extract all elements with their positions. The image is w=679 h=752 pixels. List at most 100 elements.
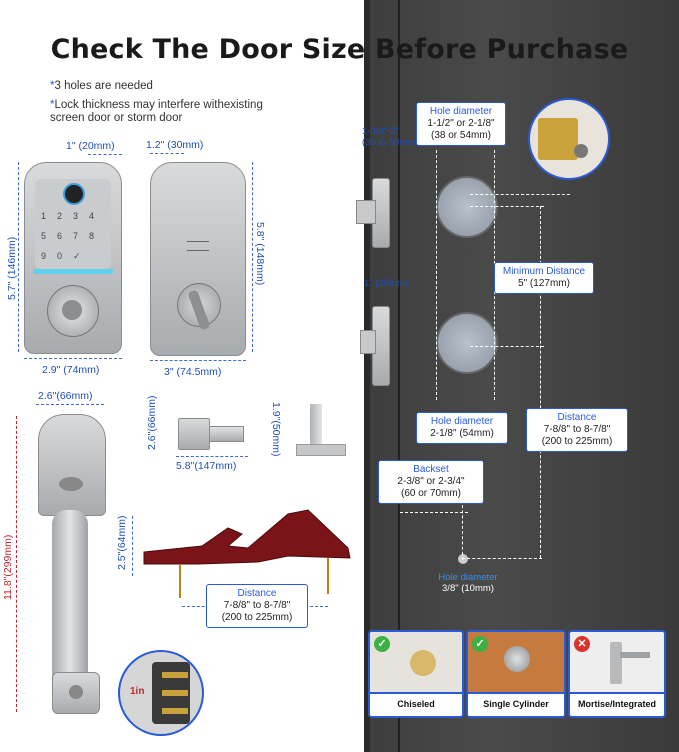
dim-line bbox=[470, 206, 544, 207]
lever-rose bbox=[178, 418, 210, 450]
thumb-turn bbox=[177, 283, 221, 331]
page-title: Check The Door Size Before Purchase bbox=[50, 34, 629, 65]
lever-side-base bbox=[296, 444, 346, 456]
handle-grip bbox=[52, 510, 88, 690]
note-holes: *3 holes are needed bbox=[50, 80, 153, 92]
dim-line bbox=[470, 346, 544, 347]
handle-width-top: 2.6"(66mm) bbox=[38, 390, 93, 402]
card-chiseled: ✓ Chiseled bbox=[368, 630, 464, 718]
dim-line bbox=[24, 358, 122, 359]
card-label: Mortise/Integrated bbox=[570, 692, 664, 716]
screw-inset: 1in bbox=[118, 650, 204, 736]
card-mortise: ✕ Mortise/Integrated bbox=[568, 630, 666, 718]
middle-hole bbox=[436, 312, 498, 374]
latch-inset bbox=[528, 98, 610, 180]
led-strip bbox=[33, 269, 113, 274]
keypad-key: ✓ bbox=[73, 251, 81, 261]
door-edge bbox=[364, 0, 370, 752]
dim-line bbox=[470, 194, 570, 195]
dim-line bbox=[16, 416, 17, 712]
latch-inset-bolt bbox=[538, 118, 578, 160]
screw-icon bbox=[69, 685, 83, 699]
back-lock bbox=[150, 162, 246, 356]
template-distance-box: Distance 7-8/8" to 8-7/8" (200 to 225mm) bbox=[206, 584, 308, 628]
keypad-key: 8 bbox=[89, 231, 95, 241]
dim-line bbox=[176, 456, 248, 457]
dim-line bbox=[462, 558, 542, 559]
dim-line bbox=[436, 150, 437, 400]
card-label: Single Cylinder bbox=[468, 692, 564, 716]
hole-diameter-top-box: Hole diameter 1-1/2" or 2-1/8" (38 or 54… bbox=[416, 102, 506, 146]
dim-line bbox=[150, 153, 184, 154]
thumb-lever bbox=[59, 477, 83, 491]
latch-inset-hole bbox=[574, 144, 588, 158]
mortise-lever-icon bbox=[620, 652, 650, 658]
backset-box: Backset 2-3/8" or 2-3/4" (60 or 70mm) bbox=[378, 460, 484, 504]
dim-line bbox=[462, 500, 463, 560]
cross-icon: ✕ bbox=[574, 636, 590, 652]
keypad-key: 9 bbox=[41, 251, 47, 261]
keyhole-icon bbox=[62, 300, 82, 320]
dim-line bbox=[540, 206, 541, 558]
dim-line bbox=[132, 516, 133, 576]
handle-height: 11.8"(299mm) bbox=[2, 534, 14, 600]
dim-line bbox=[400, 512, 468, 513]
edge-thickness: 1-3/8"-2" (35 to 50mm) bbox=[362, 126, 419, 148]
fingerprint-icon bbox=[63, 183, 85, 205]
hole-diameter-mid-box: Hole diameter 2-1/8" (54mm) bbox=[416, 412, 508, 444]
dim-line bbox=[252, 162, 253, 352]
hole-icon bbox=[410, 650, 436, 676]
latch-bolt bbox=[356, 200, 376, 224]
top-hole bbox=[436, 176, 498, 238]
thumb-turn-knob bbox=[187, 289, 211, 331]
card-single-cylinder: ✓ Single Cylinder bbox=[466, 630, 566, 718]
vent-icon bbox=[187, 241, 209, 251]
front-width-top: 1" (20mm) bbox=[66, 140, 115, 152]
back-width-bottom: 3" (74.5mm) bbox=[164, 366, 222, 378]
inset-label: 1in bbox=[130, 686, 145, 697]
handle-bottom-plate bbox=[52, 672, 100, 714]
card-label: Chiseled bbox=[370, 692, 462, 716]
dim-line bbox=[150, 360, 246, 361]
door-distance-box: Distance 7-8/8" to 8-7/8" (200 to 225mm) bbox=[526, 408, 628, 452]
dim-line bbox=[18, 162, 19, 352]
keypad-key: 7 bbox=[73, 231, 79, 241]
keypad-key: 0 bbox=[57, 251, 63, 261]
hole-diameter-small: Hole diameter 3/8" (10mm) bbox=[438, 572, 498, 594]
mortise-plate-icon bbox=[610, 642, 622, 684]
keypad-key: 6 bbox=[57, 231, 63, 241]
note-thickness: *Lock thickness may interfere withexisti… bbox=[50, 99, 263, 124]
min-distance-box: Minimum Distance 5" (127mm) bbox=[494, 262, 594, 294]
back-height: 5.8" (148mm) bbox=[254, 222, 266, 286]
cylinder bbox=[47, 285, 99, 337]
handle-top-plate bbox=[38, 414, 106, 516]
keypad-key: 3 bbox=[73, 211, 79, 221]
lever-width: 5.8"(147mm) bbox=[176, 460, 237, 472]
check-icon: ✓ bbox=[374, 636, 390, 652]
keypad-key: 1 bbox=[41, 211, 47, 221]
keypad-key: 5 bbox=[41, 231, 47, 241]
front-width-bottom: 2.9" (74mm) bbox=[42, 364, 100, 376]
dim-line bbox=[36, 404, 104, 405]
pin bbox=[162, 672, 188, 678]
front-height: 5.7" (146mm) bbox=[6, 236, 18, 300]
keypad-key: 4 bbox=[89, 211, 95, 221]
door-frame-line bbox=[398, 0, 400, 752]
lever-side-height: 1.9"(50mm) bbox=[270, 402, 282, 457]
lever-side bbox=[310, 404, 322, 444]
pin bbox=[162, 690, 188, 696]
check-icon: ✓ bbox=[472, 636, 488, 652]
template-height: 2.5"(64mm) bbox=[116, 515, 128, 571]
strike-bolt bbox=[360, 330, 376, 354]
small-hole bbox=[458, 554, 468, 564]
template-shape bbox=[143, 509, 351, 598]
back-width-top: 1.2" (30mm) bbox=[146, 139, 204, 151]
latch-width: 1" (25mm) bbox=[364, 278, 409, 289]
dim-line bbox=[88, 154, 122, 155]
pin bbox=[162, 708, 188, 714]
lever-height: 2.6"(66mm) bbox=[146, 395, 158, 451]
cylinder-icon bbox=[504, 646, 530, 672]
